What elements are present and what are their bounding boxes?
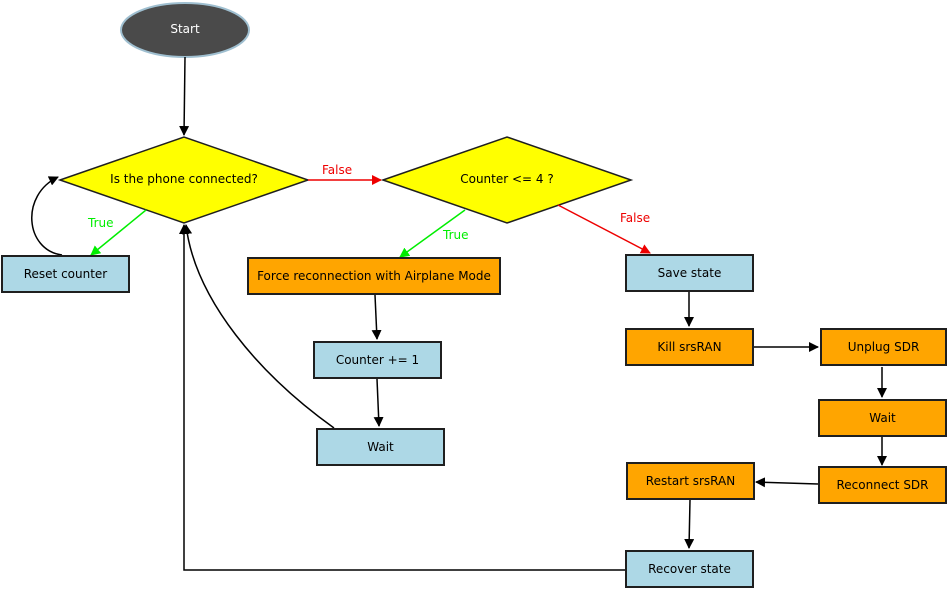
counter-true-label: True — [443, 228, 469, 242]
edge-start-to-phone — [179, 56, 190, 136]
counter-check-label: Counter <= 4 ? — [460, 172, 554, 186]
wait-node-left: Wait — [316, 428, 445, 466]
phone-false-label: False — [322, 163, 353, 177]
save-state-node: Save state — [625, 254, 754, 292]
edge-restart-to-recover — [684, 499, 695, 549]
reconnect-sdr-node: Reconnect SDR — [818, 466, 947, 504]
edge-reset-loop — [31, 176, 63, 256]
edge-reconnect-to-restart — [755, 477, 819, 488]
start-label: Start — [170, 22, 200, 36]
edge-counter-to-wait — [373, 378, 384, 427]
restart-srsran-node: Restart srsRAN — [626, 462, 755, 500]
counter-false-label: False — [620, 211, 651, 225]
edge-phone-true — [90, 209, 147, 256]
phone-true-label: True — [88, 216, 114, 230]
edge-counter-false — [557, 204, 651, 254]
recover-state-node: Recover state — [625, 550, 754, 588]
counter-increment-node: Counter += 1 — [313, 341, 442, 379]
force-reconnection-node: Force reconnection with Airplane Mode — [247, 257, 501, 295]
kill-srsran-node: Kill srsRAN — [625, 328, 754, 366]
edge-recover-to-phone — [179, 224, 625, 571]
phone-connected-label: Is the phone connected? — [110, 172, 258, 186]
edge-counter-true — [399, 209, 466, 258]
reset-counter-node: Reset counter — [1, 255, 130, 293]
unplug-sdr-node: Unplug SDR — [820, 328, 947, 366]
edge-force-to-counter — [371, 294, 382, 340]
edge-wait-to-phone — [182, 224, 335, 429]
decision-counter-check — [380, 136, 634, 224]
wait-node-right: Wait — [818, 399, 947, 437]
